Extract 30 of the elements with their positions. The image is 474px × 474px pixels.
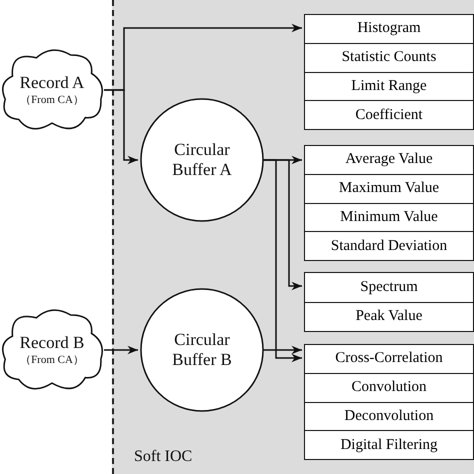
buffer-label: Circular Buffer A bbox=[171, 140, 233, 180]
function-row: Limit Range bbox=[305, 72, 473, 100]
record-label: Record A bbox=[20, 73, 84, 94]
source-label: （From CA） bbox=[20, 94, 84, 107]
function-list-box bbox=[304, 145, 474, 261]
arrow bbox=[262, 346, 302, 354]
function-row: Digital Filtering bbox=[305, 430, 473, 459]
buffer-label: Circular Buffer B bbox=[171, 330, 233, 370]
function-row: Maximum Value bbox=[305, 174, 473, 202]
panel-label: Soft IOC bbox=[134, 448, 192, 466]
source-label: （From CA） bbox=[20, 354, 84, 367]
function-row: Minimum Value bbox=[305, 202, 473, 232]
function-row-text: Cross-Correlation bbox=[334, 349, 444, 368]
function-row: Deconvolution bbox=[305, 402, 473, 430]
function-list-box bbox=[304, 14, 474, 130]
function-row-text: Average Value bbox=[344, 150, 434, 170]
function-list-box bbox=[304, 344, 474, 460]
function-row-text: Spectrum bbox=[359, 278, 419, 297]
function-row-text: Histogram bbox=[356, 19, 422, 38]
function-row: Standard Deviation bbox=[305, 231, 473, 260]
function-list-box bbox=[304, 272, 474, 332]
arrow bbox=[262, 159, 302, 362]
function-row: Convolution bbox=[305, 372, 473, 402]
arrow bbox=[104, 89, 138, 164]
soft-ioc-panel bbox=[112, 0, 474, 474]
arrow bbox=[104, 346, 138, 354]
function-row: Peak Value bbox=[305, 302, 473, 331]
function-row: Statistic Counts bbox=[305, 42, 473, 72]
record-label: Record B bbox=[20, 333, 84, 354]
function-row: Coefficient bbox=[305, 100, 473, 129]
